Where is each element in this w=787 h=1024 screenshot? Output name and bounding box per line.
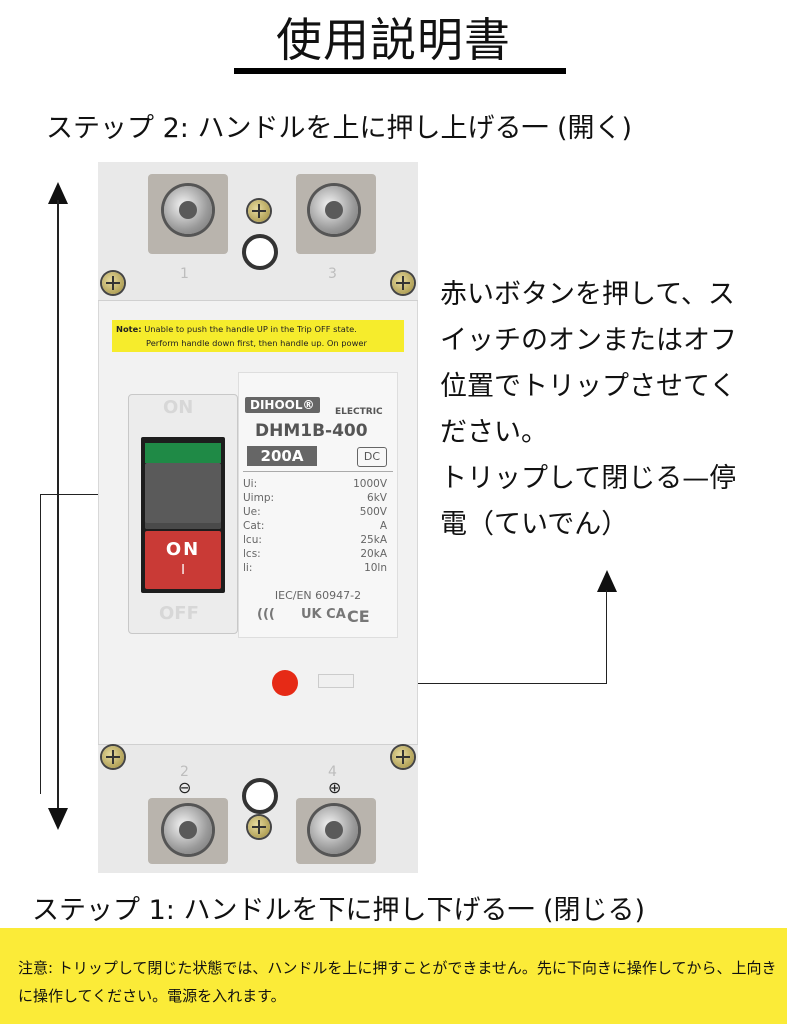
screw-icon [392, 272, 414, 294]
warning-label-line-1: Unable to push the handle UP in the Trip… [144, 324, 357, 334]
arrow-down-icon [48, 808, 68, 830]
trip-pointer-horizontal [298, 683, 607, 684]
bolt-icon [164, 186, 212, 234]
description-line: 位置でトリップさせてく [440, 371, 737, 402]
screw-icon [248, 200, 270, 222]
handle-on-label: ON [163, 397, 194, 418]
screw-icon [102, 272, 124, 294]
mount-hole-icon [242, 234, 278, 270]
description-line: ださい。 [440, 417, 548, 448]
trip-pointer-vertical [606, 590, 607, 684]
bolt-icon [310, 186, 358, 234]
brand-logo: DIHOOL® [245, 397, 320, 413]
rating-row: Ue: 500V [243, 505, 391, 519]
breaker-handle[interactable] [145, 463, 221, 529]
rating-value: 25kA [360, 534, 387, 546]
brand-subtitle: ELECTRIC [335, 407, 383, 417]
ce-mark-icon: CE [347, 607, 370, 626]
ratings-table: Ui: 1000V Uimp: 6kV Ue: 500V Cat: A lcu: 25kA… [243, 477, 391, 575]
handle-status-window: ON I [145, 531, 221, 589]
rating-row: li: 10ln [243, 561, 391, 575]
mount-hole-icon [242, 778, 278, 814]
handle-pointer-connector [40, 494, 41, 794]
rating-key: Ue: [243, 506, 261, 518]
bolt-icon [310, 806, 358, 854]
trip-test-button[interactable] [272, 670, 298, 696]
circuit-breaker-image: 1 3 Note: Unable to push the handle UP i… [98, 162, 418, 873]
rating-key: li: [243, 562, 253, 574]
spec-panel: DIHOOL® ELECTRIC DHM1B-400 200A DC Ui: 10… [238, 372, 398, 638]
description-line: 赤いボタンを押して、ス [440, 279, 735, 310]
terminal-number-4: 4 [328, 764, 337, 780]
caution-text: 注意: トリップして閉じた状態では、ハンドルを上に押すことができません。先に下向… [18, 959, 777, 1005]
handle-travel-line [57, 200, 59, 812]
description-line: イッチのオンまたはオフ [440, 325, 737, 356]
rating-value: 1000V [353, 478, 387, 490]
rating-key: Cat: [243, 520, 265, 532]
rating-divider [243, 471, 393, 472]
rating-key: lcs: [243, 548, 261, 560]
handle-frame: ON ON I OFF [128, 394, 238, 634]
title-underline [234, 68, 566, 74]
screw-icon [248, 816, 270, 838]
rating-value: 6kV [367, 492, 387, 504]
rating-row: Cat: A [243, 519, 391, 533]
arrow-up-icon [48, 182, 68, 204]
warning-label-line-2: Perform handle down first, then handle u… [146, 338, 367, 348]
handle-off-label: OFF [159, 603, 199, 624]
rating-value: 500V [359, 506, 387, 518]
dc-badge: DC [357, 447, 387, 467]
rating-row: lcs: 20kA [243, 547, 391, 561]
description-line: 電（ていでん） [440, 509, 629, 540]
current-rating-badge: 200A [247, 446, 317, 466]
standard-label: IEC/EN 60947-2 [274, 589, 362, 602]
ccc-mark-icon: ((( [257, 607, 275, 622]
trip-arrow-up-icon [597, 570, 617, 592]
bolt-icon [164, 806, 212, 854]
description-line: トリップして閉じる—停 [440, 463, 737, 494]
terminal-number-2: 2 [180, 764, 189, 780]
ukca-mark-icon: UK CA [301, 607, 346, 622]
trip-description: 赤いボタンを押して、ス イッチのオンまたはオフ 位置でトリップさせてく ださい。… [440, 272, 780, 548]
terminal-number-1: 1 [180, 266, 189, 282]
rating-value: 10ln [364, 562, 387, 574]
step-1-instruction: ステップ 1: ハンドルを下に押し下げる一 (閉じる) [32, 895, 646, 926]
rating-row: Uimp: 6kV [243, 491, 391, 505]
screw-icon [102, 746, 124, 768]
rating-row: Ui: 1000V [243, 477, 391, 491]
screw-icon [392, 746, 414, 768]
accessory-slot [318, 674, 354, 688]
plus-sign-icon: ⊕ [328, 778, 342, 797]
model-number: DHM1B-400 [255, 421, 368, 441]
rating-row: lcu: 25kA [243, 533, 391, 547]
rating-value: A [379, 520, 387, 532]
step-2-instruction: ステップ 2: ハンドルを上に押し上げる一 (開く) [46, 113, 633, 144]
status-one-text: I [181, 563, 185, 578]
rating-key: Ui: [243, 478, 258, 490]
warning-label: Note: Unable to push the handle UP in th… [112, 320, 404, 352]
status-on-text: ON [165, 539, 201, 560]
handle-on-indicator [145, 443, 221, 463]
terminal-number-3: 3 [328, 266, 337, 282]
caution-banner [0, 928, 787, 1024]
rating-value: 20kA [360, 548, 387, 560]
warning-label-title: Note: [116, 324, 142, 334]
rating-key: Uimp: [243, 492, 275, 504]
minus-sign-icon: ⊖ [178, 778, 192, 797]
page-title: 使用説明書 [276, 13, 511, 67]
rating-key: lcu: [243, 534, 262, 546]
